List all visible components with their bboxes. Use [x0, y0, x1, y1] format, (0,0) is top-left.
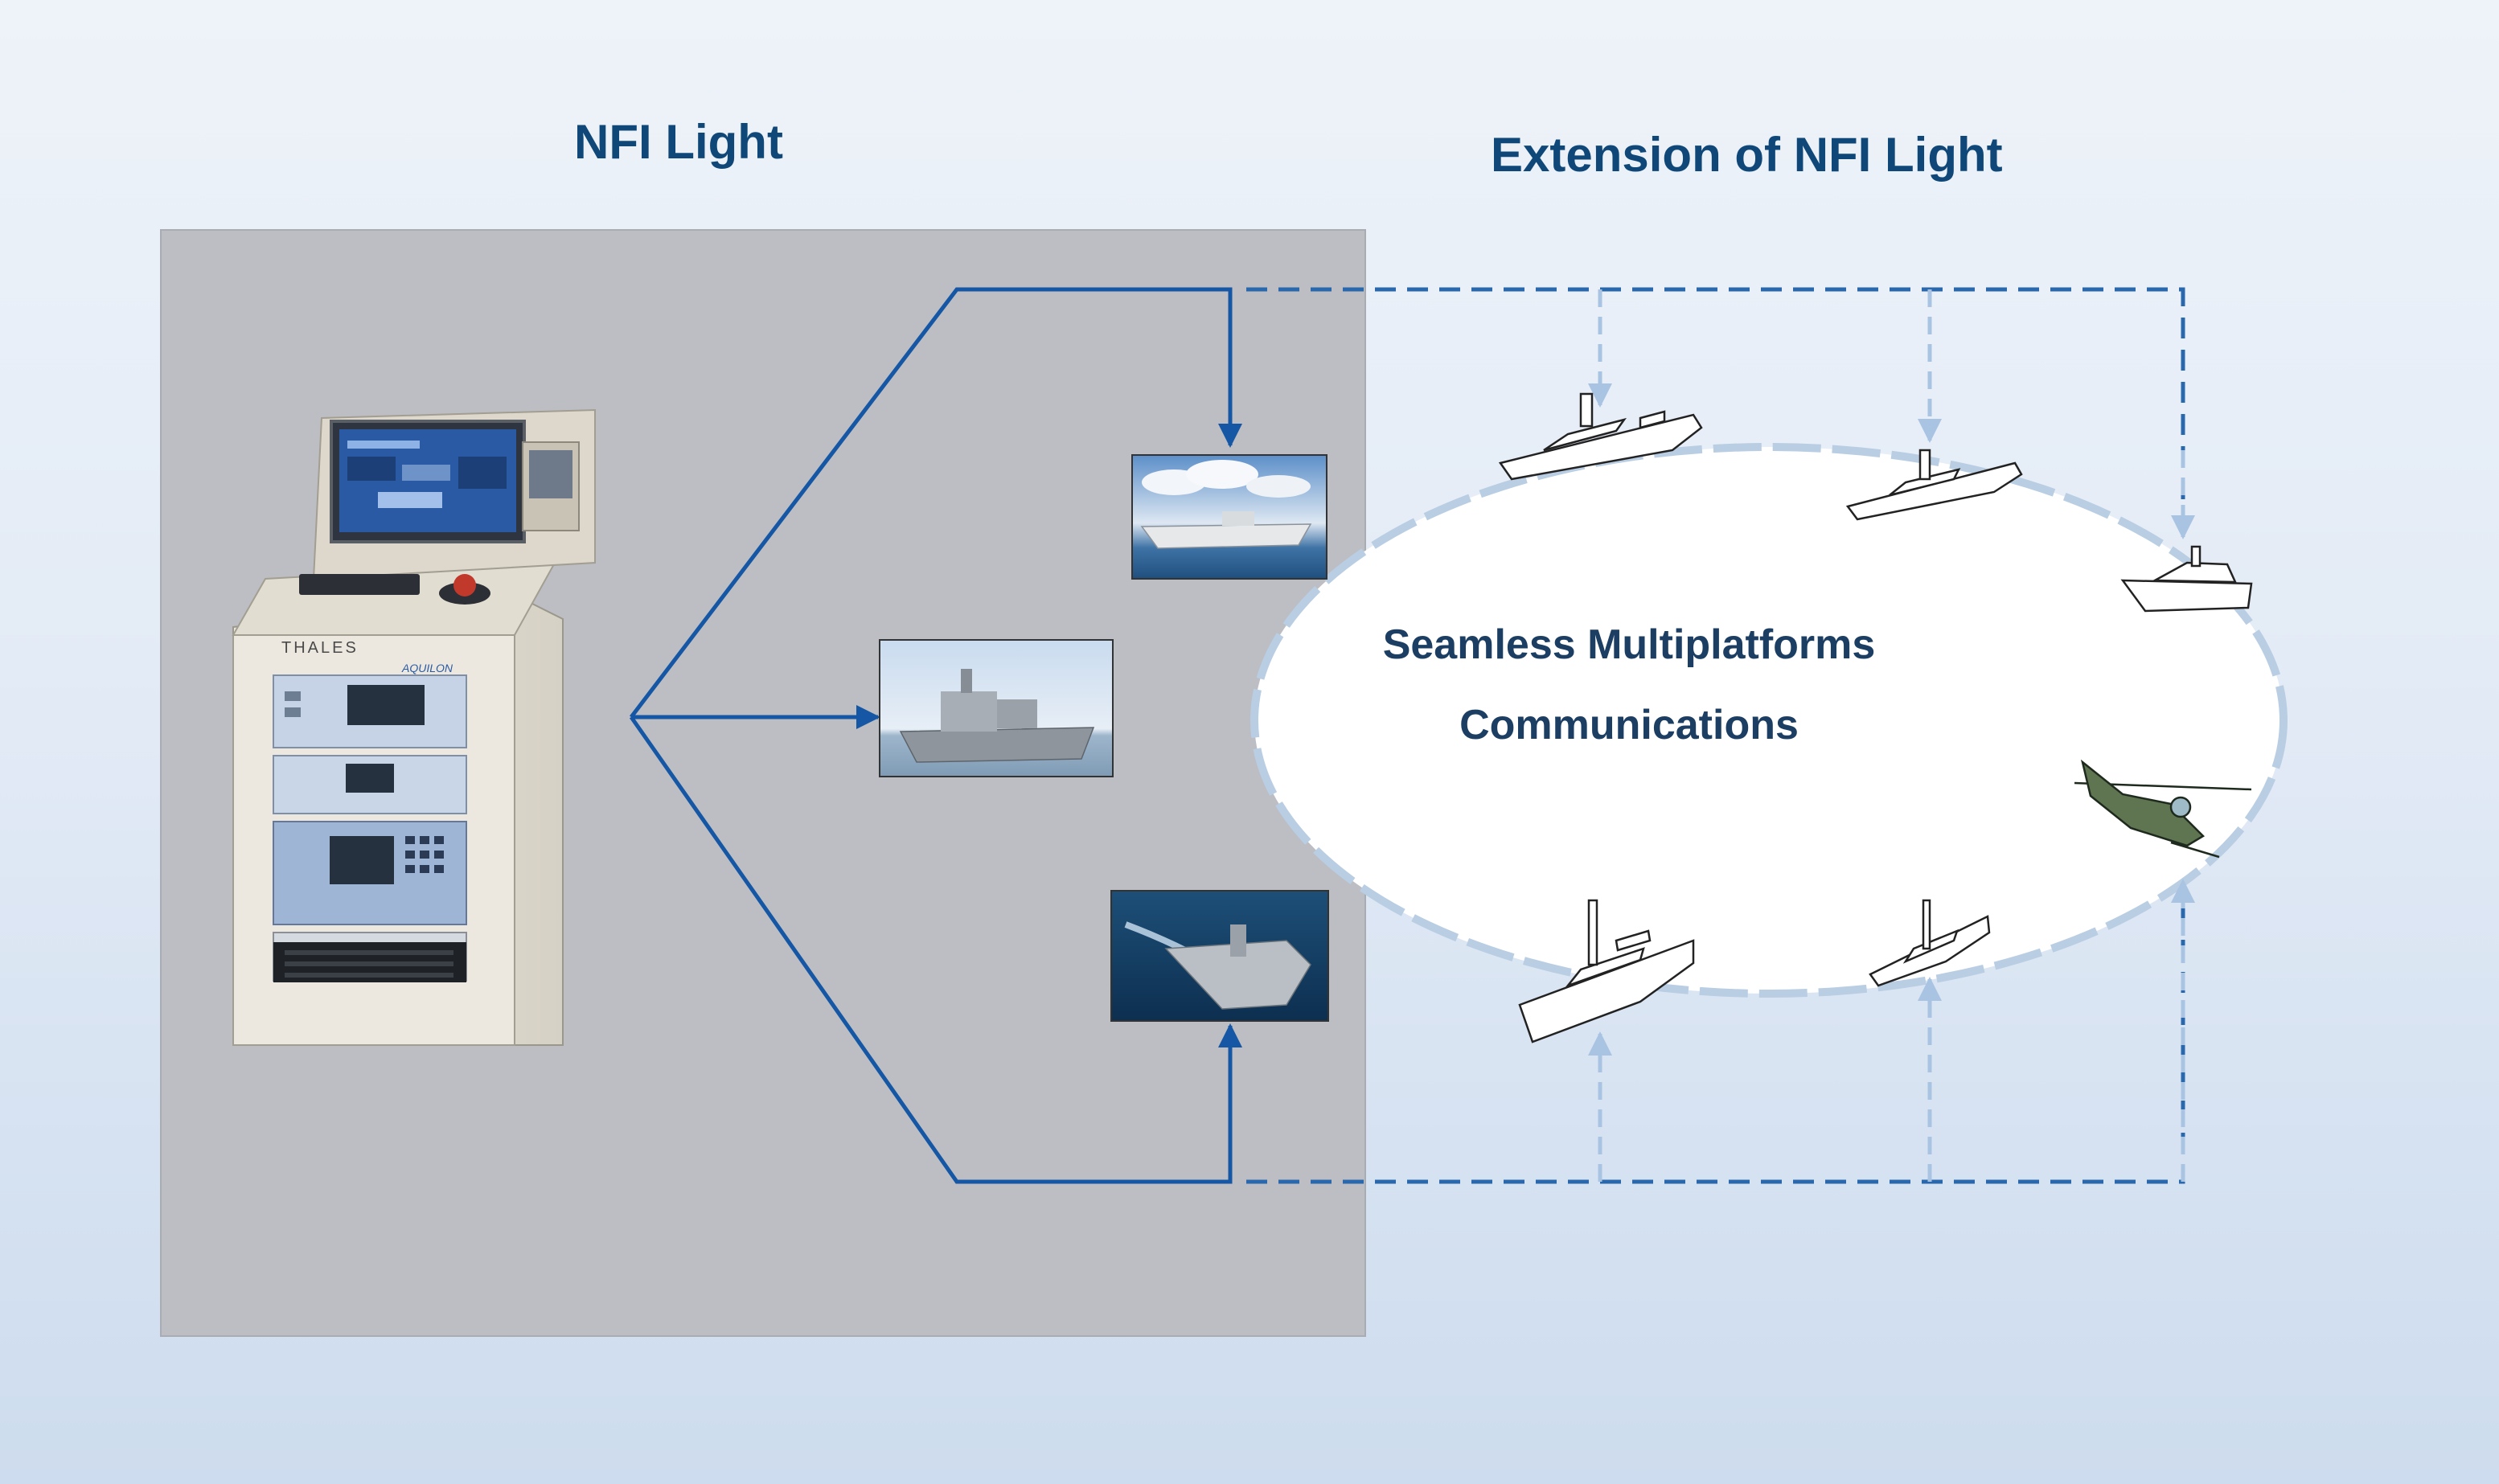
network-ellipse: [1254, 447, 2284, 994]
nfi-light-title: NFI Light: [574, 115, 783, 169]
link-to-top-ship: [630, 287, 1242, 719]
extension-title: Extension of NFI Light: [1491, 128, 2003, 182]
console-brand-label: THALES: [281, 639, 359, 657]
ship-photo-middle: [879, 639, 1114, 777]
network-label-line2: Communications: [1459, 702, 1799, 748]
ship-icon-3: [2120, 545, 2253, 613]
ship-icon-4: [1518, 899, 1695, 1043]
network-ring: [1250, 443, 2288, 998]
helicopter-icon: [2074, 759, 2252, 859]
communication-console: THALES AQUILON: [232, 408, 596, 1046]
ship-icon-1: [1498, 392, 1703, 481]
console-product-label: AQUILON: [401, 662, 453, 674]
ship-icon-2: [1845, 449, 2023, 521]
ship-photo-top: [1131, 454, 1327, 580]
console-keyboard: [299, 574, 420, 595]
link-to-bottom-ship: [629, 715, 1242, 1184]
network-label-line1: Seamless Multiplatforms: [1382, 621, 1876, 668]
ship-photo-bottom: [1110, 890, 1329, 1022]
ship-icon-5: [1869, 899, 1991, 987]
